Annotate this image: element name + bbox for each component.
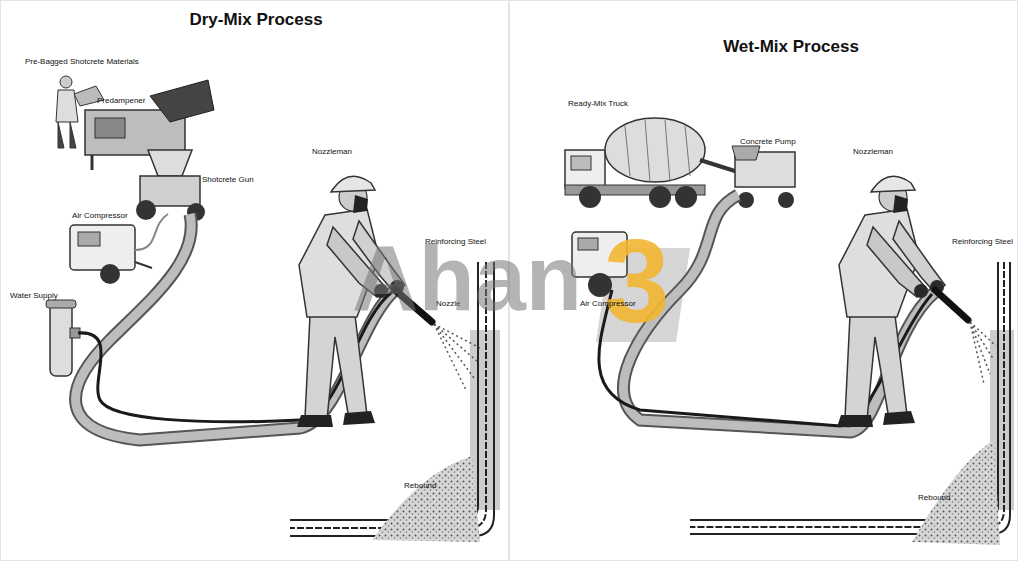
ready-mix-truck [565,118,738,208]
panel-heading: Dry-Mix Process [131,10,381,30]
air-compressor [135,262,152,268]
water-hydrant [46,300,76,308]
air-compressor [100,264,120,284]
spray [970,322,996,384]
concrete-pump [778,192,794,208]
ready-mix-truck [675,186,697,208]
part-label: Shotcrete Gun [202,176,254,184]
predampener [91,155,94,170]
part-label: Air Compressor [580,300,636,308]
ready-mix-truck [605,118,705,182]
bag-worker [60,76,72,88]
part-label: Air Compressor [72,212,128,220]
ready-mix-truck [579,186,601,208]
panel-heading: Wet-Mix Process [666,37,916,57]
part-label: Water Supply [10,292,58,300]
concrete-pump [732,146,760,160]
nozzleman-figure [837,176,945,427]
ready-mix-truck [571,156,591,170]
ready-mix-truck [565,150,605,188]
spray [970,322,984,384]
air-compressor [78,232,100,246]
air-compressor [70,225,135,270]
watermark: 3 [604,222,670,340]
water-hydrant [50,302,72,376]
spray [970,322,994,360]
part-label: Nozzleman [853,148,893,156]
rebound-pile [372,456,480,542]
water-hydrant [46,300,80,376]
nozzle [935,290,968,320]
concrete-pump [732,146,795,208]
ready-mix-truck [625,120,690,182]
spray [434,324,480,348]
predampener [85,80,214,170]
part-label: Ready-Mix Truck [568,100,628,108]
process-panel: Wet-Mix Process [509,0,1018,561]
air-hose [135,214,168,250]
spray [434,324,480,390]
air-compressor [70,225,152,284]
part-label: Pre-Bagged Shotcrete Materials [25,58,139,66]
part-label: Predampener [97,97,145,105]
shotcrete-gun [148,150,192,176]
ready-mix-truck [700,160,738,172]
part-label: Rebound [404,482,436,490]
shotcrete-gun [136,150,205,221]
predampener [95,118,125,138]
spray [434,324,474,378]
bag-worker [58,122,76,148]
part-label: Reinforcing Steel [952,238,1013,246]
part-label: Concrete Pump [740,138,796,146]
watermark: Ahan [352,232,582,324]
part-label: Nozzleman [312,148,352,156]
part-label: Rebound [918,494,950,502]
shotcrete-gun [136,200,156,220]
predampener [150,80,214,122]
spray [434,324,466,390]
rebound-pile [912,440,1000,545]
ready-mix-truck [649,186,671,208]
